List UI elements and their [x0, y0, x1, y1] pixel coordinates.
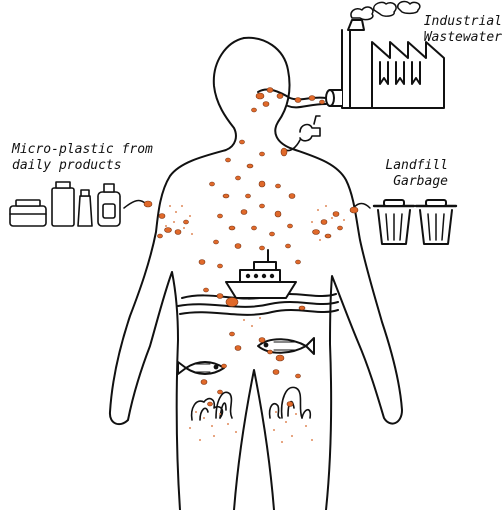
cosmetics-icon — [10, 182, 120, 226]
coral-icon — [192, 392, 232, 420]
label-line: daily products — [12, 158, 153, 174]
label-line: Industrial — [424, 14, 502, 30]
pointer-line — [124, 201, 146, 208]
human-silhouette — [110, 38, 244, 510]
microplastic-particles — [144, 88, 358, 407]
fish-icon — [178, 362, 224, 374]
wave-line — [180, 310, 338, 315]
wave-line — [178, 302, 338, 307]
landfill-garbage-label: Landfill Garbage — [385, 158, 448, 190]
label-line: Micro-plastic from — [12, 142, 153, 158]
trash-can-icon — [374, 200, 414, 244]
fish-icon — [258, 338, 314, 354]
ship-icon — [226, 250, 296, 298]
inner-leg-line — [234, 370, 274, 510]
trash-can-icon — [416, 200, 456, 244]
label-line: Garbage — [385, 174, 448, 190]
microplastic-daily-products-label: Micro-plastic from daily products — [12, 142, 153, 174]
label-line: Wastewater — [424, 30, 502, 46]
label-line: Landfill — [385, 158, 448, 174]
faucet-icon — [286, 116, 320, 151]
industrial-wastewater-label: Industrial Wastewater — [424, 14, 502, 46]
wastewater-stream — [288, 104, 326, 107]
microplastic-dust — [165, 205, 345, 443]
